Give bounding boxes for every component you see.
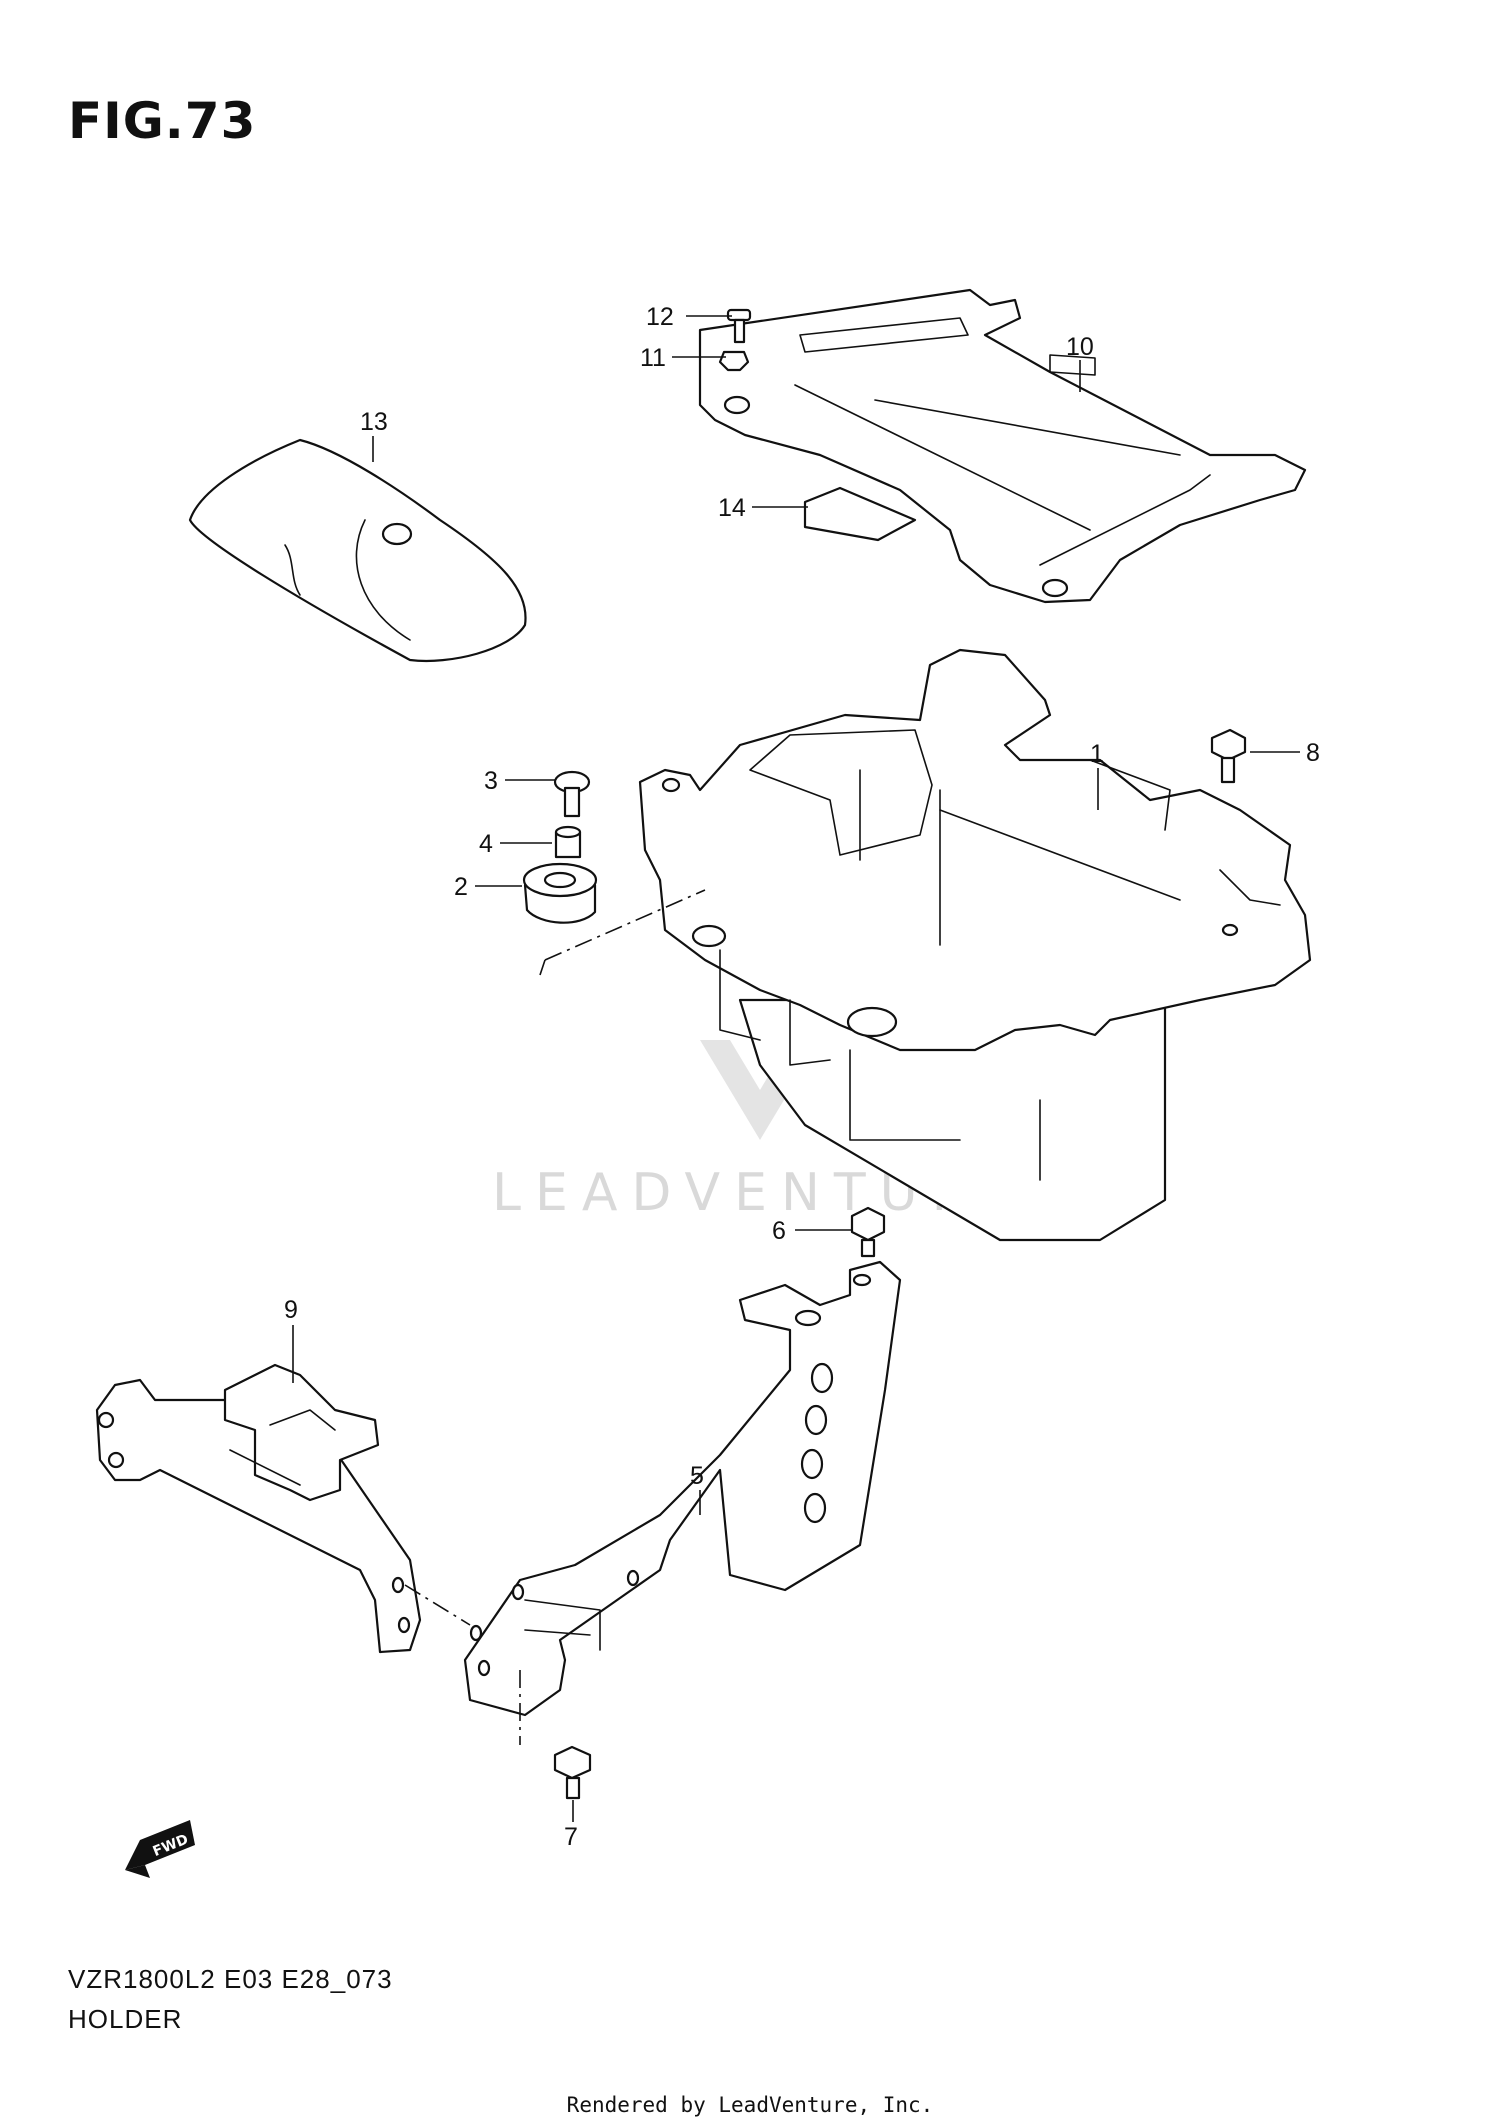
assembly-line-9 bbox=[404, 1584, 471, 1626]
part-8-bolt[interactable] bbox=[1210, 728, 1247, 784]
part-4-collar[interactable] bbox=[554, 825, 582, 859]
fwd-arrow-icon: FWD bbox=[125, 1820, 195, 1878]
part-5-bracket[interactable] bbox=[463, 1260, 902, 1717]
leader-lines bbox=[292, 315, 1300, 1822]
part-11-clip[interactable] bbox=[718, 350, 750, 372]
part-7-bolt[interactable] bbox=[553, 1745, 592, 1800]
callout-7: 7 bbox=[564, 1823, 578, 1851]
callout-6: 6 bbox=[772, 1217, 786, 1245]
part-14-label[interactable] bbox=[803, 486, 917, 542]
part-9-bracket[interactable] bbox=[95, 1363, 422, 1654]
callout-3: 3 bbox=[484, 767, 498, 795]
callouts: 13 12 11 10 14 1 8 3 4 2 6 9 5 7 bbox=[284, 303, 1320, 1851]
callout-1: 1 bbox=[1090, 740, 1104, 768]
callout-13: 13 bbox=[360, 408, 388, 436]
callout-4: 4 bbox=[479, 830, 493, 858]
part-10-plate[interactable] bbox=[698, 288, 1307, 604]
callout-8: 8 bbox=[1306, 739, 1320, 767]
diagram-code: VZR1800L2 E03 E28_073 bbox=[68, 1964, 393, 1994]
assembly-line-2b bbox=[539, 959, 546, 976]
part-12-screw[interactable] bbox=[726, 308, 752, 344]
part-13-cover[interactable] bbox=[188, 438, 527, 662]
callout-2: 2 bbox=[454, 873, 468, 901]
part-3-screw[interactable] bbox=[553, 770, 591, 818]
callout-9: 9 bbox=[284, 1296, 298, 1324]
part-2-grommet[interactable] bbox=[522, 862, 598, 924]
footer-credit: Rendered by LeadVenture, Inc. bbox=[566, 2093, 934, 2117]
part-1-holder-box[interactable] bbox=[638, 648, 1312, 1242]
callout-10: 10 bbox=[1066, 333, 1094, 361]
callout-11: 11 bbox=[640, 344, 666, 372]
part-6-bolt[interactable] bbox=[850, 1206, 886, 1258]
callout-12: 12 bbox=[646, 303, 674, 331]
callout-14: 14 bbox=[718, 494, 746, 522]
assembly-line-2 bbox=[544, 889, 706, 961]
callout-5: 5 bbox=[690, 1462, 704, 1490]
figure-title: FIG.73 bbox=[68, 92, 257, 150]
diagram-subtitle: HOLDER bbox=[68, 2004, 183, 2034]
